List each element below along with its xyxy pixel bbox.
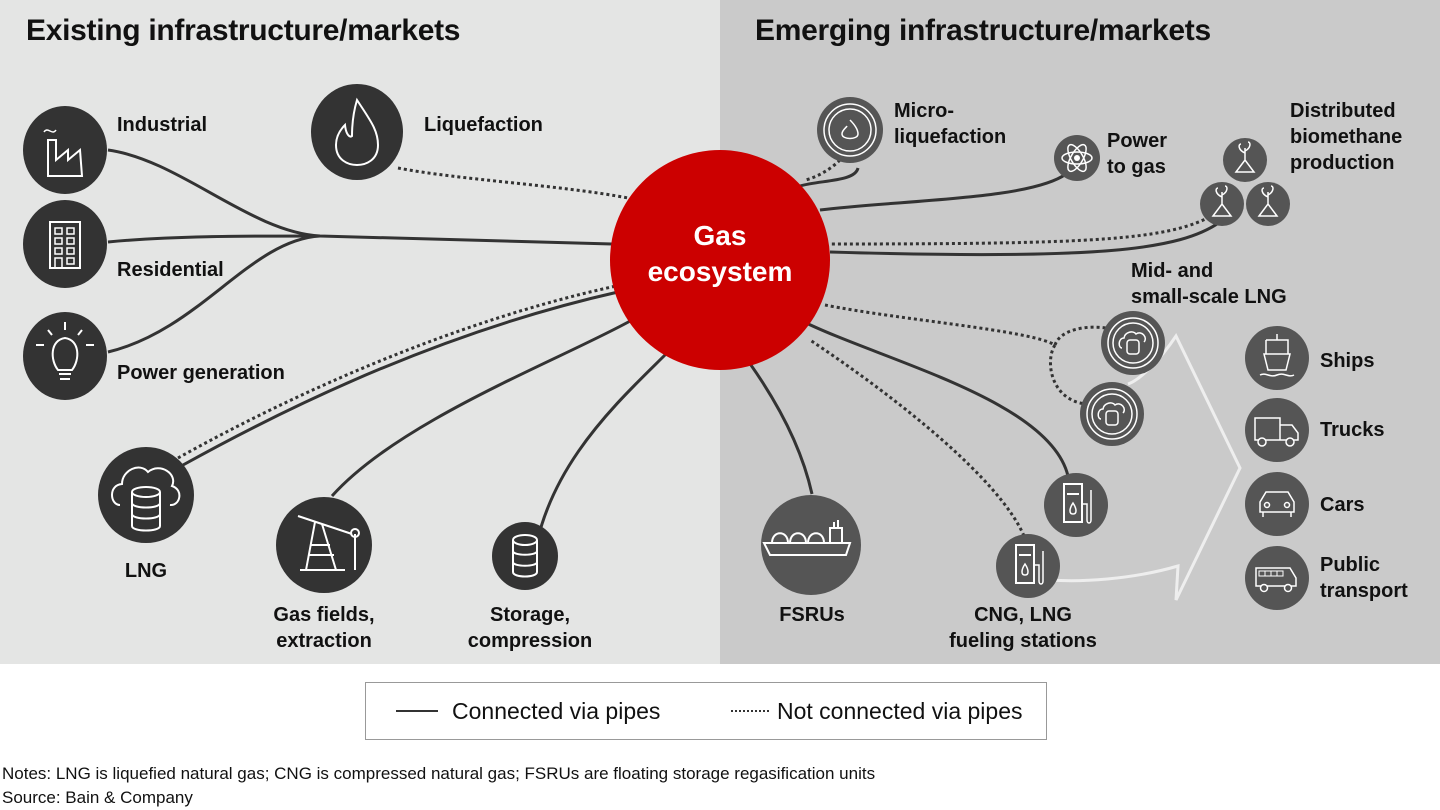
end-use-label-ships: Ships xyxy=(1320,350,1375,372)
legend-label-connected: Connected via pipes xyxy=(452,697,661,724)
legend-label-not-connected: Not connected via pipes xyxy=(777,697,1023,724)
car-icon xyxy=(1245,472,1309,536)
hub-circle xyxy=(610,150,830,370)
emerging-section-title: Emerging infrastructure/markets xyxy=(755,14,1211,47)
cloud-database-ring-icon xyxy=(1101,311,1165,375)
end-use-label-trucks: Trucks xyxy=(1320,419,1385,441)
legend: Connected via pipes Not connected via pi… xyxy=(365,682,1047,740)
connector-fueling-dotted xyxy=(809,338,1026,537)
end-use-label-cars: Cars xyxy=(1320,494,1365,516)
footnotes: Notes: LNG is liquefied natural gas; CNG… xyxy=(2,762,875,810)
connector-fueling-solid xyxy=(799,318,1070,477)
legend-item-connected: Connected via pipes xyxy=(396,683,660,739)
connector-biomethane-dotted xyxy=(829,212,1216,246)
fuel-pump-icon xyxy=(1044,473,1108,537)
node-label-industrial: Industrial xyxy=(117,114,208,136)
node-label-power-generation: Power generation xyxy=(117,362,285,384)
flow-arrow xyxy=(1049,332,1242,601)
node-label-power-to-gas: Power to gas xyxy=(1107,130,1168,178)
truck-icon xyxy=(1245,398,1309,462)
connector-industrial xyxy=(107,148,613,246)
node-label-fsrus: FSRUs xyxy=(779,604,845,626)
node-label-storage: Storage, compression xyxy=(467,604,593,652)
connector-power-generation xyxy=(107,234,321,354)
lightbulb-icon xyxy=(23,312,107,400)
ship-icon xyxy=(1245,326,1309,390)
dotted-line-swatch xyxy=(731,710,769,712)
fuel-pump-icon-2 xyxy=(996,534,1060,598)
factory-icon xyxy=(23,106,107,194)
atom-icon xyxy=(1054,135,1100,181)
connector-liquefaction-dotted xyxy=(397,166,629,200)
legend-item-not-connected: Not connected via pipes xyxy=(731,683,1023,739)
node-label-mid-small-lng: Mid- and small-scale LNG xyxy=(1131,260,1287,308)
building-icon xyxy=(23,200,107,288)
node-label-lng: LNG xyxy=(124,560,168,582)
sprout-icon xyxy=(1200,138,1290,226)
connector-power-to-gas xyxy=(819,172,1067,212)
solid-line-swatch xyxy=(396,710,438,712)
connector-biomethane-solid xyxy=(829,220,1221,257)
oil-pump-icon xyxy=(276,497,372,593)
cloud-database-icon xyxy=(98,447,194,543)
existing-section-title: Existing infrastructure/markets xyxy=(26,14,461,47)
ecosystem-diagram xyxy=(23,84,1309,610)
hub-label: Gas ecosystem xyxy=(647,220,793,287)
connector-micro-dotted xyxy=(804,158,842,182)
connector-micro-solid xyxy=(799,167,860,188)
cloud-database-ring-icon-2 xyxy=(1080,382,1144,446)
connector-gas-fields xyxy=(330,318,633,498)
connector-midlng-dotted xyxy=(824,303,1087,406)
connector-fsrus xyxy=(738,349,814,495)
source-text: Source: Bain & Company xyxy=(2,788,193,807)
bus-icon xyxy=(1245,546,1309,610)
end-use-label-public-transport: Public transport xyxy=(1320,554,1408,602)
node-label-biomethane: Distributed biomethane production xyxy=(1290,100,1403,174)
node-label-liquefaction: Liquefaction xyxy=(424,114,543,136)
connector-lng-dotted xyxy=(177,284,617,460)
connector-lng-solid xyxy=(182,290,619,467)
connector-midlng-top-dotted xyxy=(1053,325,1107,346)
notes-text: Notes: LNG is liquefied natural gas; CNG… xyxy=(2,764,876,783)
node-label-micro-liquefaction: Micro- liquefaction xyxy=(894,100,1007,148)
node-label-fueling-stations: CNG, LNG fueling stations xyxy=(949,604,1097,652)
node-label-residential: Residential xyxy=(117,259,224,281)
lng-tanker-icon xyxy=(761,495,861,595)
node-label-gas-fields: Gas fields, extraction xyxy=(273,604,375,652)
flame-ring-icon xyxy=(817,97,883,163)
connector-residential xyxy=(107,234,321,244)
flame-icon xyxy=(311,84,403,180)
database-icon xyxy=(492,522,558,590)
